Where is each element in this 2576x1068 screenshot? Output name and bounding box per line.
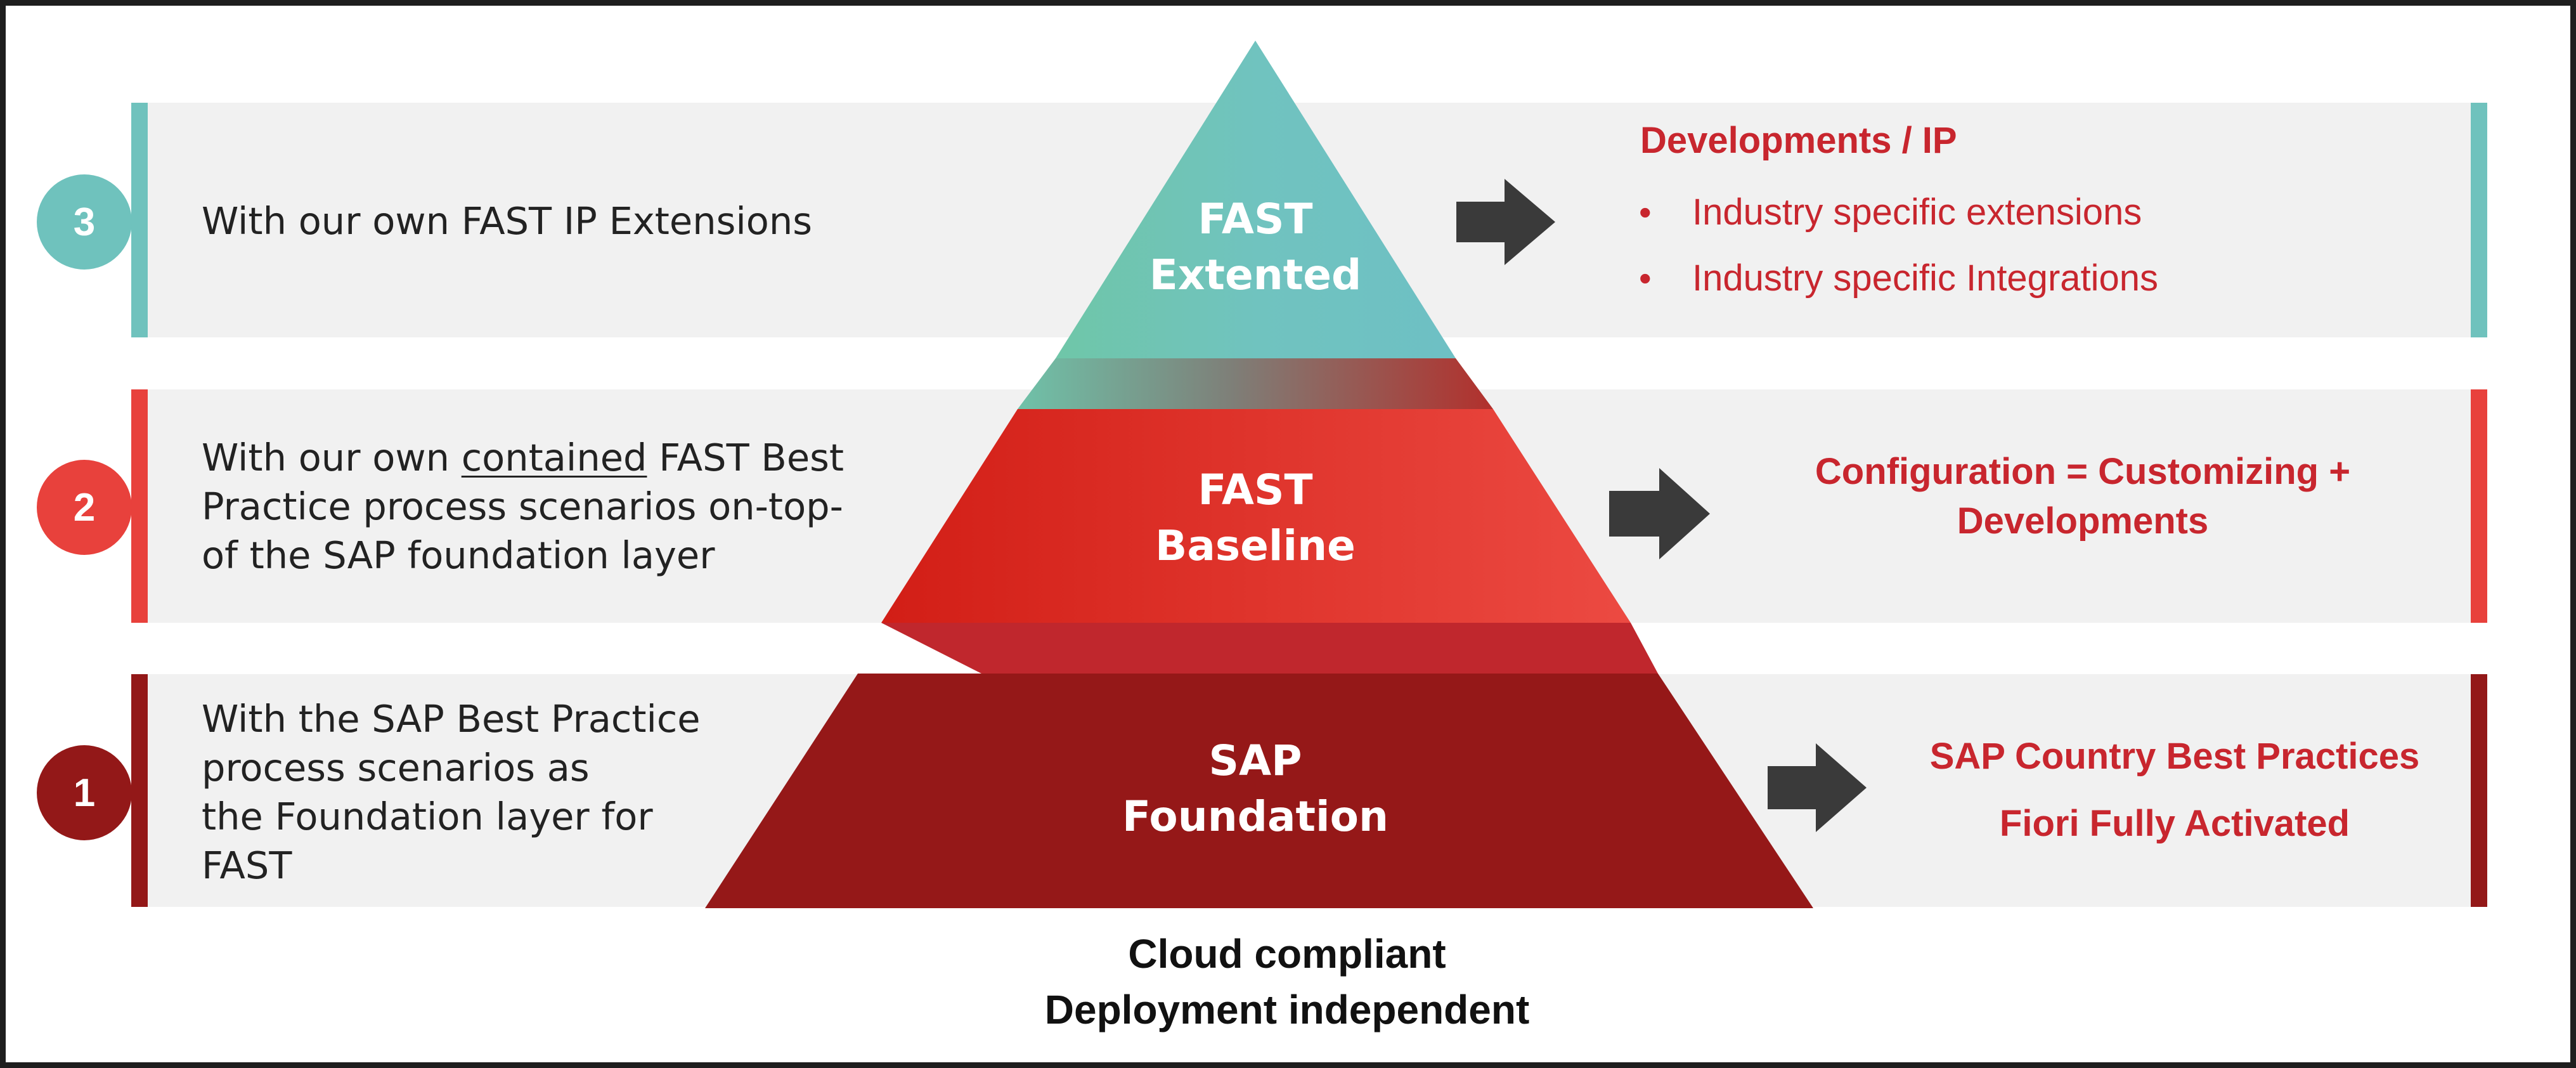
pyramid-bottom-label-line-2: Foundation <box>1122 792 1388 841</box>
layer-1-right-line-1: SAP Country Best Practices <box>1929 736 2420 777</box>
layer-1-number-badge: 1 <box>37 745 132 840</box>
pyramid-middle-fast-baseline <box>881 409 1631 623</box>
pyramid-middle-label: FAST Baseline <box>1097 462 1414 574</box>
footer-line-2: Deployment independent <box>1044 987 1530 1032</box>
pyramid-top-label-line-1: FAST <box>1198 195 1313 244</box>
layer-3-right-accent <box>2471 103 2487 337</box>
right-arrow-icon <box>1456 179 1555 265</box>
layer-3-left-accent <box>131 103 148 337</box>
pyramid-middle-label-line-1: FAST <box>1198 466 1313 514</box>
pyramid-middle-label-line-2: Baseline <box>1155 521 1356 570</box>
right-arrow-icon <box>1609 468 1710 559</box>
layer-2-underlined-word: contained <box>461 436 647 479</box>
pyramid-bottom-label-line-1: SAP <box>1208 736 1302 785</box>
layer-2-description: With our own contained FAST Best Practic… <box>202 433 844 580</box>
layer-1-left-accent <box>131 674 148 907</box>
layer-2-right-line-1: Configuration = Customizing + <box>1815 451 2351 492</box>
layer-2-description-line-3: of the SAP foundation layer <box>202 533 715 577</box>
footer-caption: Cloud compliant Deployment independent <box>970 926 1604 1038</box>
list-item: Industry specific Integrations <box>1639 245 2158 311</box>
layer-2-right-text: Configuration = Customizing + Developmen… <box>1763 447 2403 546</box>
layer-3-right-bullets: Industry specific extensions Industry sp… <box>1639 179 2158 311</box>
layer-2-right-line-2: Developments <box>1957 500 2209 542</box>
layer-1-description-line-1: With the SAP Best Practice <box>202 697 701 741</box>
right-arrow-icon <box>1768 743 1867 832</box>
layer-1-right-text: SAP Country Best Practices Fiori Fully A… <box>1877 723 2473 857</box>
pyramid-top-label-line-2: Extented <box>1149 251 1362 299</box>
layer-3-right-title: Developments / IP <box>1640 120 1957 161</box>
layer-1-description-line-3: the Foundation layer for <box>202 795 653 838</box>
list-item: Industry specific extensions <box>1639 179 2158 245</box>
layer-2-left-accent <box>131 389 148 623</box>
pyramid-connector-upper <box>1018 358 1493 409</box>
layer-1-right-accent <box>2471 674 2487 907</box>
layer-2-right-accent <box>2471 389 2487 623</box>
pyramid-bottom-label: SAP Foundation <box>1065 733 1446 845</box>
pyramid-top-label: FAST Extented <box>1097 192 1414 303</box>
layer-3-description: With our own FAST IP Extensions <box>202 197 812 245</box>
layer-1-description-line-2: process scenarios as <box>202 746 590 790</box>
layer-2-text-after: FAST Best <box>647 436 845 479</box>
pyramid-connector-lower <box>881 623 1658 674</box>
layer-1-right-line-2: Fiori Fully Activated <box>1999 803 2350 844</box>
layer-3-description-line: With our own FAST IP Extensions <box>202 199 812 243</box>
layer-1-description: With the SAP Best Practice process scena… <box>202 694 701 890</box>
pyramid-top-fast-extented <box>1056 41 1456 358</box>
pyramid-bottom-sap-foundation <box>705 674 1813 908</box>
layer-2-text-before: With our own <box>202 436 462 479</box>
layer-2-number-badge: 2 <box>37 460 132 555</box>
layer-2-description-line-1: With our own contained FAST Best <box>202 433 844 482</box>
layer-3-number-badge: 3 <box>37 174 132 270</box>
footer-line-1: Cloud compliant <box>1128 931 1446 977</box>
layer-1-description-line-4: FAST <box>202 843 292 887</box>
layer-2-description-line-2: Practice process scenarios on-top- <box>202 485 843 528</box>
